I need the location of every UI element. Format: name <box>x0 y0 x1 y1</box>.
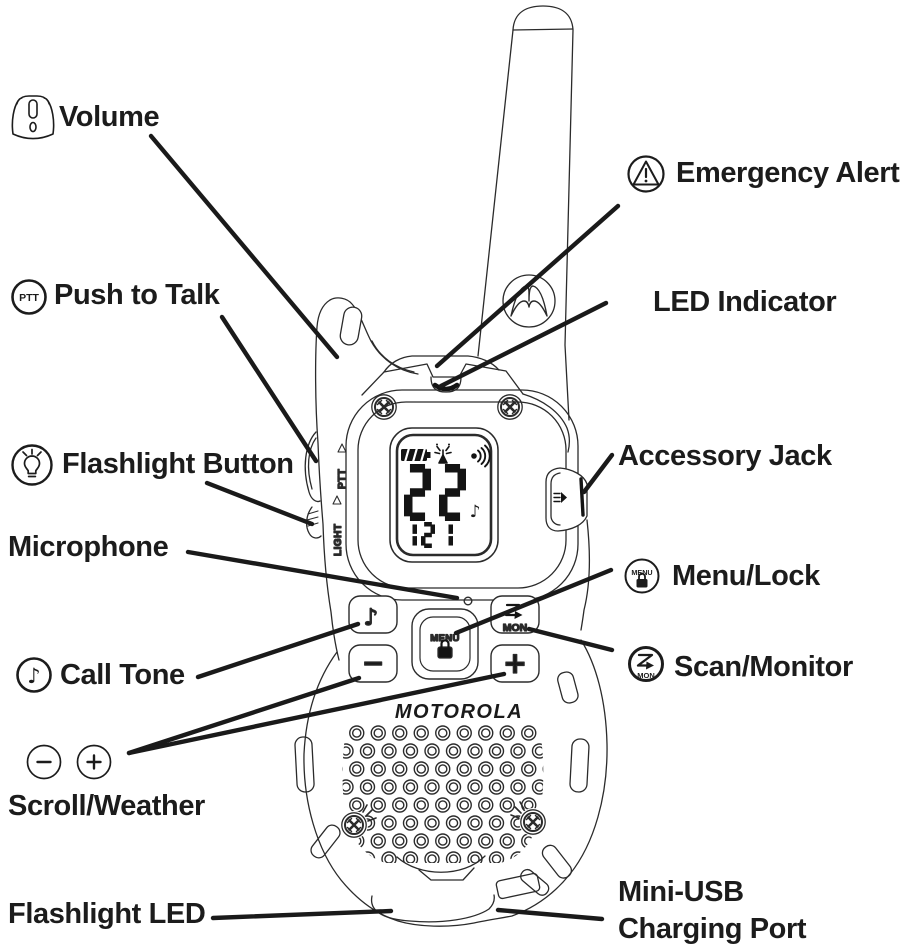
label-microphone: Microphone <box>8 531 169 563</box>
side-grip <box>557 671 579 704</box>
screen-content: ♪ <box>401 443 491 548</box>
leader-scan-monitor <box>526 626 615 653</box>
side-grip <box>541 844 573 879</box>
brand-wordmark: MOTOROLA <box>395 701 523 723</box>
leader-volume <box>148 133 340 360</box>
side-grip <box>569 738 590 793</box>
ptt-side-label: PTT <box>337 469 348 489</box>
leader-accessory-jack <box>581 452 615 495</box>
svg-text:MENU: MENU <box>631 568 652 577</box>
channel-display <box>404 464 466 521</box>
scroll-down-button <box>348 644 398 683</box>
volume-knob-icon <box>11 95 55 140</box>
leader-scroll-weather-minus <box>126 675 362 756</box>
top-ridge <box>361 355 524 396</box>
speaker-grille <box>342 724 544 863</box>
light-side-label: LIGHT <box>333 524 344 557</box>
svg-text:♪: ♪ <box>27 664 40 688</box>
svg-text:PTT: PTT <box>19 292 39 304</box>
label-volume: Volume <box>59 101 160 133</box>
label-mini-usb-charging-port: Mini-USB Charging Port <box>618 874 807 948</box>
battery-icon <box>401 446 431 464</box>
label-push-to-talk: Push to Talk <box>54 279 220 311</box>
leader-menu-lock <box>453 567 614 636</box>
label-flashlight-button: Flashlight Button <box>62 448 294 480</box>
leader-lines <box>126 133 621 922</box>
side-grip <box>294 736 315 793</box>
label-emergency-alert: Emergency Alert <box>676 157 900 189</box>
label-accessory-jack: Accessory Jack <box>618 440 832 472</box>
leader-scroll-weather-plus <box>126 671 507 756</box>
flashlight-side-button <box>305 506 322 539</box>
mini-usb-port-cover <box>495 872 541 900</box>
label-call-tone: Call Tone <box>60 659 185 691</box>
leader-emergency-alert <box>434 203 621 369</box>
screw-icon <box>519 808 547 836</box>
label-menu-lock: Menu/Lock <box>672 560 820 592</box>
menu-lock-button <box>411 608 479 680</box>
side-controls: PTT LIGHT <box>304 431 349 557</box>
leader-flashlight-button <box>204 480 315 527</box>
leader-mini-usb <box>495 907 605 922</box>
lock-icon <box>437 639 453 659</box>
leader-push-to-talk <box>219 314 319 464</box>
flashlight-icon <box>11 444 53 486</box>
ptt-icon: PTT <box>11 279 47 315</box>
jack-icon <box>553 492 567 503</box>
leader-led-indicator <box>438 300 609 389</box>
plus-button-glyph: + <box>503 646 527 680</box>
label-scan-monitor: Scan/Monitor <box>674 651 853 683</box>
bottom-screws <box>340 801 547 839</box>
microphone-hole <box>463 596 473 606</box>
signal-icon <box>434 443 452 464</box>
call-tone-button-glyph: ♪ <box>364 605 379 631</box>
leader-call-tone <box>195 621 361 680</box>
screw-icon <box>496 393 524 421</box>
svg-text:MON: MON <box>637 671 655 680</box>
note-icon: ♪ <box>470 502 481 522</box>
screw-icon <box>340 811 368 839</box>
call-tone-icon: ♪ <box>16 657 52 693</box>
label-mini-usb-line1: Mini-USB <box>618 876 744 908</box>
keypad: ♪ − + MON MENU <box>348 595 540 683</box>
leader-flashlight-led <box>210 908 394 921</box>
volume-knob <box>339 306 363 346</box>
led-indicator <box>432 382 460 392</box>
scan-monitor-icon: MON <box>628 646 664 682</box>
label-mini-usb-line2: Charging Port <box>618 913 807 945</box>
flashlight-lens <box>370 894 495 923</box>
minus-icon <box>26 744 62 780</box>
emergency-alert-icon <box>627 155 665 193</box>
side-grip <box>310 824 341 859</box>
body-right-edge <box>522 393 591 631</box>
antenna <box>477 5 574 421</box>
accessory-jack <box>545 467 588 532</box>
screw-icon <box>370 393 398 421</box>
menu-lock-icon: MENU <box>624 558 660 594</box>
label-led-indicator: LED Indicator <box>653 286 837 318</box>
label-flashlight-led: Flashlight LED <box>8 898 206 930</box>
code-display <box>412 522 453 548</box>
speaker-volume-icon <box>471 444 491 468</box>
side-grip <box>520 868 550 896</box>
call-tone-button <box>348 595 398 634</box>
leader-microphone <box>185 549 460 601</box>
plus-icon <box>76 744 112 780</box>
menu-button-label: MENU <box>430 633 460 644</box>
minus-button-glyph: − <box>362 648 385 679</box>
label-scroll-weather: Scroll/Weather <box>8 790 205 822</box>
volume-knob-housing <box>314 297 419 661</box>
emergency-alert-button <box>383 355 500 373</box>
mon-button-label: MON <box>503 622 528 634</box>
